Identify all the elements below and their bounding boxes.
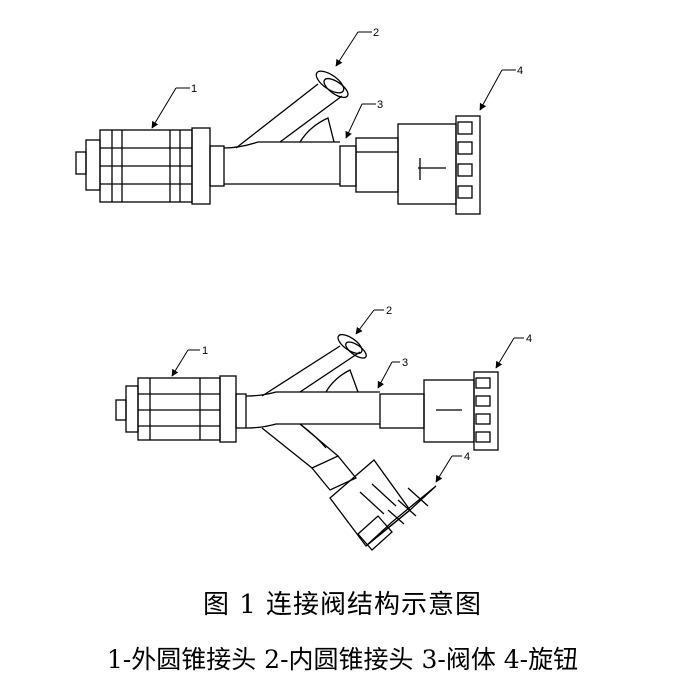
bottom-callouts: [171, 309, 524, 483]
bottom-valve-body: [245, 391, 425, 429]
bottom-callout-4a-label: 4: [526, 333, 532, 345]
top-male-cone-connector: [75, 127, 225, 205]
bottom-callout-4b-label: 4: [464, 451, 470, 463]
figure-caption-legend: 1-外圆锥接头 2-内圆锥接头 3-阀体 4-旋钮: [106, 645, 579, 674]
bottom-callout-3-label: 3: [402, 357, 408, 369]
top-valve-body: [223, 137, 399, 193]
figure-caption-title: 图 1 连接阀结构示意图: [202, 590, 483, 620]
top-callout-1-label: 1: [191, 83, 197, 95]
top-callout-4-label: 4: [517, 65, 523, 77]
top-callout-3-label: 3: [377, 99, 383, 111]
top-branch-and-female-connector: [235, 70, 349, 149]
bottom-upper-branch: [261, 333, 367, 397]
bottom-callout-1-label: 1: [202, 345, 208, 357]
bottom-callout-2-label: 2: [386, 305, 392, 317]
top-rotary-knob: [397, 115, 481, 215]
bottom-angled-rotary-knob: [329, 459, 437, 551]
bottom-assembly: [115, 333, 499, 551]
bottom-right-rotary-knob: [423, 371, 499, 451]
top-assembly: [75, 70, 481, 215]
bottom-lower-branch: [261, 423, 358, 491]
top-callouts: [151, 31, 516, 139]
top-callout-2-label: 2: [373, 27, 379, 39]
bottom-male-cone-connector: [115, 375, 247, 443]
